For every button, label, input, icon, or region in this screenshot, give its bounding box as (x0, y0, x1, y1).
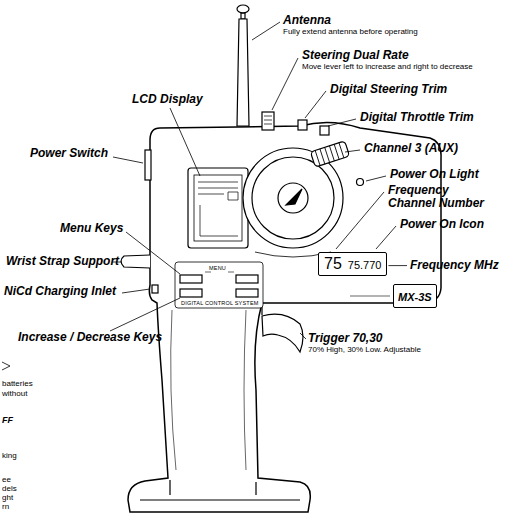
antenna-neck (241, 13, 245, 19)
callout-label: Trigger 70,30 (308, 332, 382, 345)
frequency-value: 75.770 (348, 259, 382, 271)
callout-label: Power On Light (390, 168, 479, 181)
steering-wheel (252, 157, 334, 239)
leader-line (126, 232, 180, 274)
callout-label: Antenna (283, 14, 331, 27)
callout-label: Steering Dual Rate (302, 49, 409, 62)
dual-rate-lever (262, 112, 274, 130)
page-fragment: batteries (2, 380, 33, 389)
wheel-hub (278, 183, 308, 213)
leader-line (305, 91, 326, 118)
transmitter (121, 5, 441, 512)
leader-lines (2, 22, 407, 370)
leader-line (366, 176, 386, 181)
lcd-screen (194, 175, 242, 241)
callout-label: LCD Display (132, 93, 203, 106)
wheel-needle (286, 189, 302, 205)
page-fragment: rn (2, 503, 9, 512)
frequency-display: 75 75.770 (318, 252, 387, 276)
steering-trim (298, 120, 307, 130)
power-switch (145, 150, 151, 180)
inc-dec-key (236, 289, 258, 297)
wrist-strap-support (121, 255, 150, 268)
menu-key (180, 275, 202, 283)
key-panel (175, 262, 263, 308)
power-light (357, 179, 364, 186)
body-ridge (350, 296, 390, 297)
panel-print: MENU (209, 265, 226, 271)
leader-line (376, 226, 396, 249)
callout-label: Frequency MHz (410, 259, 499, 272)
callout-label: Power On Icon (400, 218, 484, 231)
leader-line (122, 289, 150, 293)
page-fragment: dels (2, 485, 17, 494)
inc-dec-key (180, 289, 202, 297)
callout-note: Fully extend antenna before operating (283, 28, 418, 37)
lever-grip (264, 116, 272, 124)
leader-line (388, 265, 407, 266)
leader-line (300, 333, 306, 339)
leader-line (328, 119, 356, 126)
grip-contour (171, 310, 246, 470)
leader-line (113, 157, 143, 163)
page-fragment: without (2, 390, 27, 399)
channel-number: 75 (324, 255, 342, 273)
leader-line (110, 298, 180, 331)
base-detail (140, 480, 300, 500)
leader-line (272, 58, 298, 110)
menu-arrows (205, 272, 234, 273)
leader-line (345, 150, 360, 152)
callout-note: 70% High, 30% Low. Adjustable (308, 346, 421, 355)
page-fragment: FF (2, 416, 13, 426)
model-name: MX-3S (398, 291, 432, 303)
callout-label: Increase / Decrease Keys (18, 331, 162, 344)
page-fragment: ght (2, 494, 13, 503)
callout-label: Wrist Strap Support (6, 255, 119, 268)
antenna-rod (237, 19, 249, 126)
callout-label: Menu Keys (60, 222, 123, 235)
leader-line (170, 108, 200, 176)
callout-label: Digital Throttle Trim (360, 111, 474, 124)
model-badge: MX-3S (393, 284, 437, 308)
callout-label: NiCd Charging Inlet (4, 285, 116, 298)
antenna-tip (237, 5, 249, 13)
callout-label: Digital Steering Trim (330, 83, 447, 96)
menu-key (236, 275, 258, 283)
leader-line (336, 192, 384, 249)
trigger (262, 314, 303, 352)
leader-line (252, 22, 280, 40)
callout-label: Power Switch (30, 147, 108, 160)
channel-3-knob (310, 141, 349, 167)
callout-label: Channel 3 (AUX) (364, 142, 458, 155)
page-fragment: king (2, 452, 17, 461)
page-fragment-mark (2, 362, 10, 370)
lcd-frame (188, 168, 248, 248)
callout-label: Frequency Channel Number (388, 184, 488, 210)
charging-inlet (152, 285, 158, 293)
panel-print: DIGITAL CONTROL SYSTEM (181, 300, 259, 306)
lcd-content (198, 182, 238, 236)
callout-note: Move lever left to increase and right to… (302, 63, 473, 72)
throttle-trim (320, 126, 329, 135)
page-fragment: ee (2, 476, 11, 485)
